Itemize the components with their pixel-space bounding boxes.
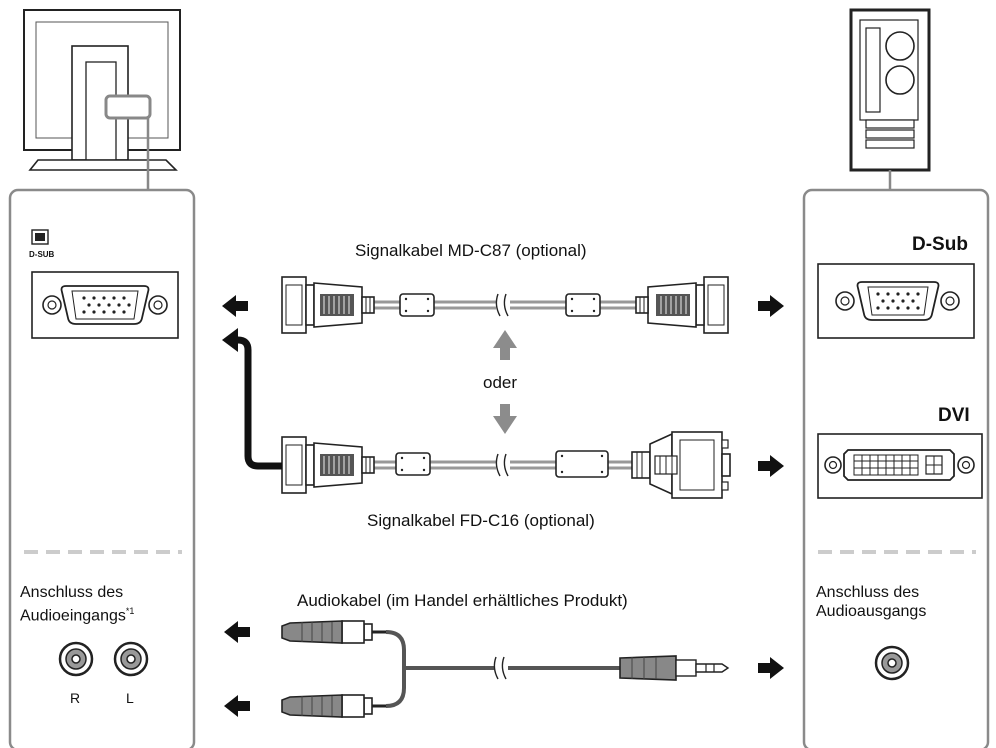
pc-d-sub-port-icon — [817, 263, 975, 339]
audio-cable-label: Audiokabel (im Handel erhältliches Produ… — [297, 591, 628, 610]
monitor-icon — [23, 9, 181, 190]
d-sub-symbol-icon — [31, 229, 49, 245]
or-up-arrow-icon — [493, 330, 517, 360]
or-label: oder — [483, 373, 518, 392]
cable-fd-c16-label: Signalkabel FD-C16 (optional) — [367, 511, 595, 530]
cable-md-c87 — [281, 276, 729, 334]
jack-r-label: R — [70, 690, 81, 706]
audio-input-line-2-text: Audioeingangs — [20, 607, 126, 625]
audio-input-line-2: Audioeingangs*1 — [20, 602, 134, 625]
jack-l-label: L — [126, 690, 134, 706]
audio-output-line-1: Anschluss des — [816, 584, 920, 601]
d-sub-icon-label: D-SUB — [29, 250, 55, 259]
audio-input-line-1: Anschluss des — [20, 584, 124, 601]
cable-fd-c16 — [281, 431, 731, 499]
footnote-marker: *1 — [125, 606, 135, 616]
arrow-icon — [222, 295, 248, 317]
audio-out-jack-icon — [874, 645, 910, 681]
arrow-icon — [224, 695, 250, 717]
audio-jack-l-icon — [113, 641, 149, 677]
arrow-icon — [224, 621, 250, 643]
audio-jack-r-icon — [58, 641, 94, 677]
cable-md-c87-label: Signalkabel MD-C87 (optional) — [355, 241, 587, 260]
audio-output-label: Anschluss des Audioausgangs — [816, 583, 926, 621]
dvi-label: DVI — [938, 405, 970, 426]
pc-tower-icon — [849, 8, 931, 190]
audio-cable — [280, 619, 730, 719]
arrow-icon — [758, 455, 784, 477]
pc-dvi-port-icon — [817, 433, 983, 499]
arrow-icon — [758, 295, 784, 317]
audio-output-line-2: Audioausgangs — [816, 603, 927, 620]
audio-input-label: Anschluss des Audioeingangs*1 — [20, 583, 134, 625]
d-sub-label: D-Sub — [912, 234, 968, 255]
or-down-arrow-icon — [493, 404, 517, 434]
monitor-d-sub-port-icon — [31, 271, 179, 339]
routing-arrow-icon — [222, 328, 282, 470]
arrow-icon — [758, 657, 784, 679]
